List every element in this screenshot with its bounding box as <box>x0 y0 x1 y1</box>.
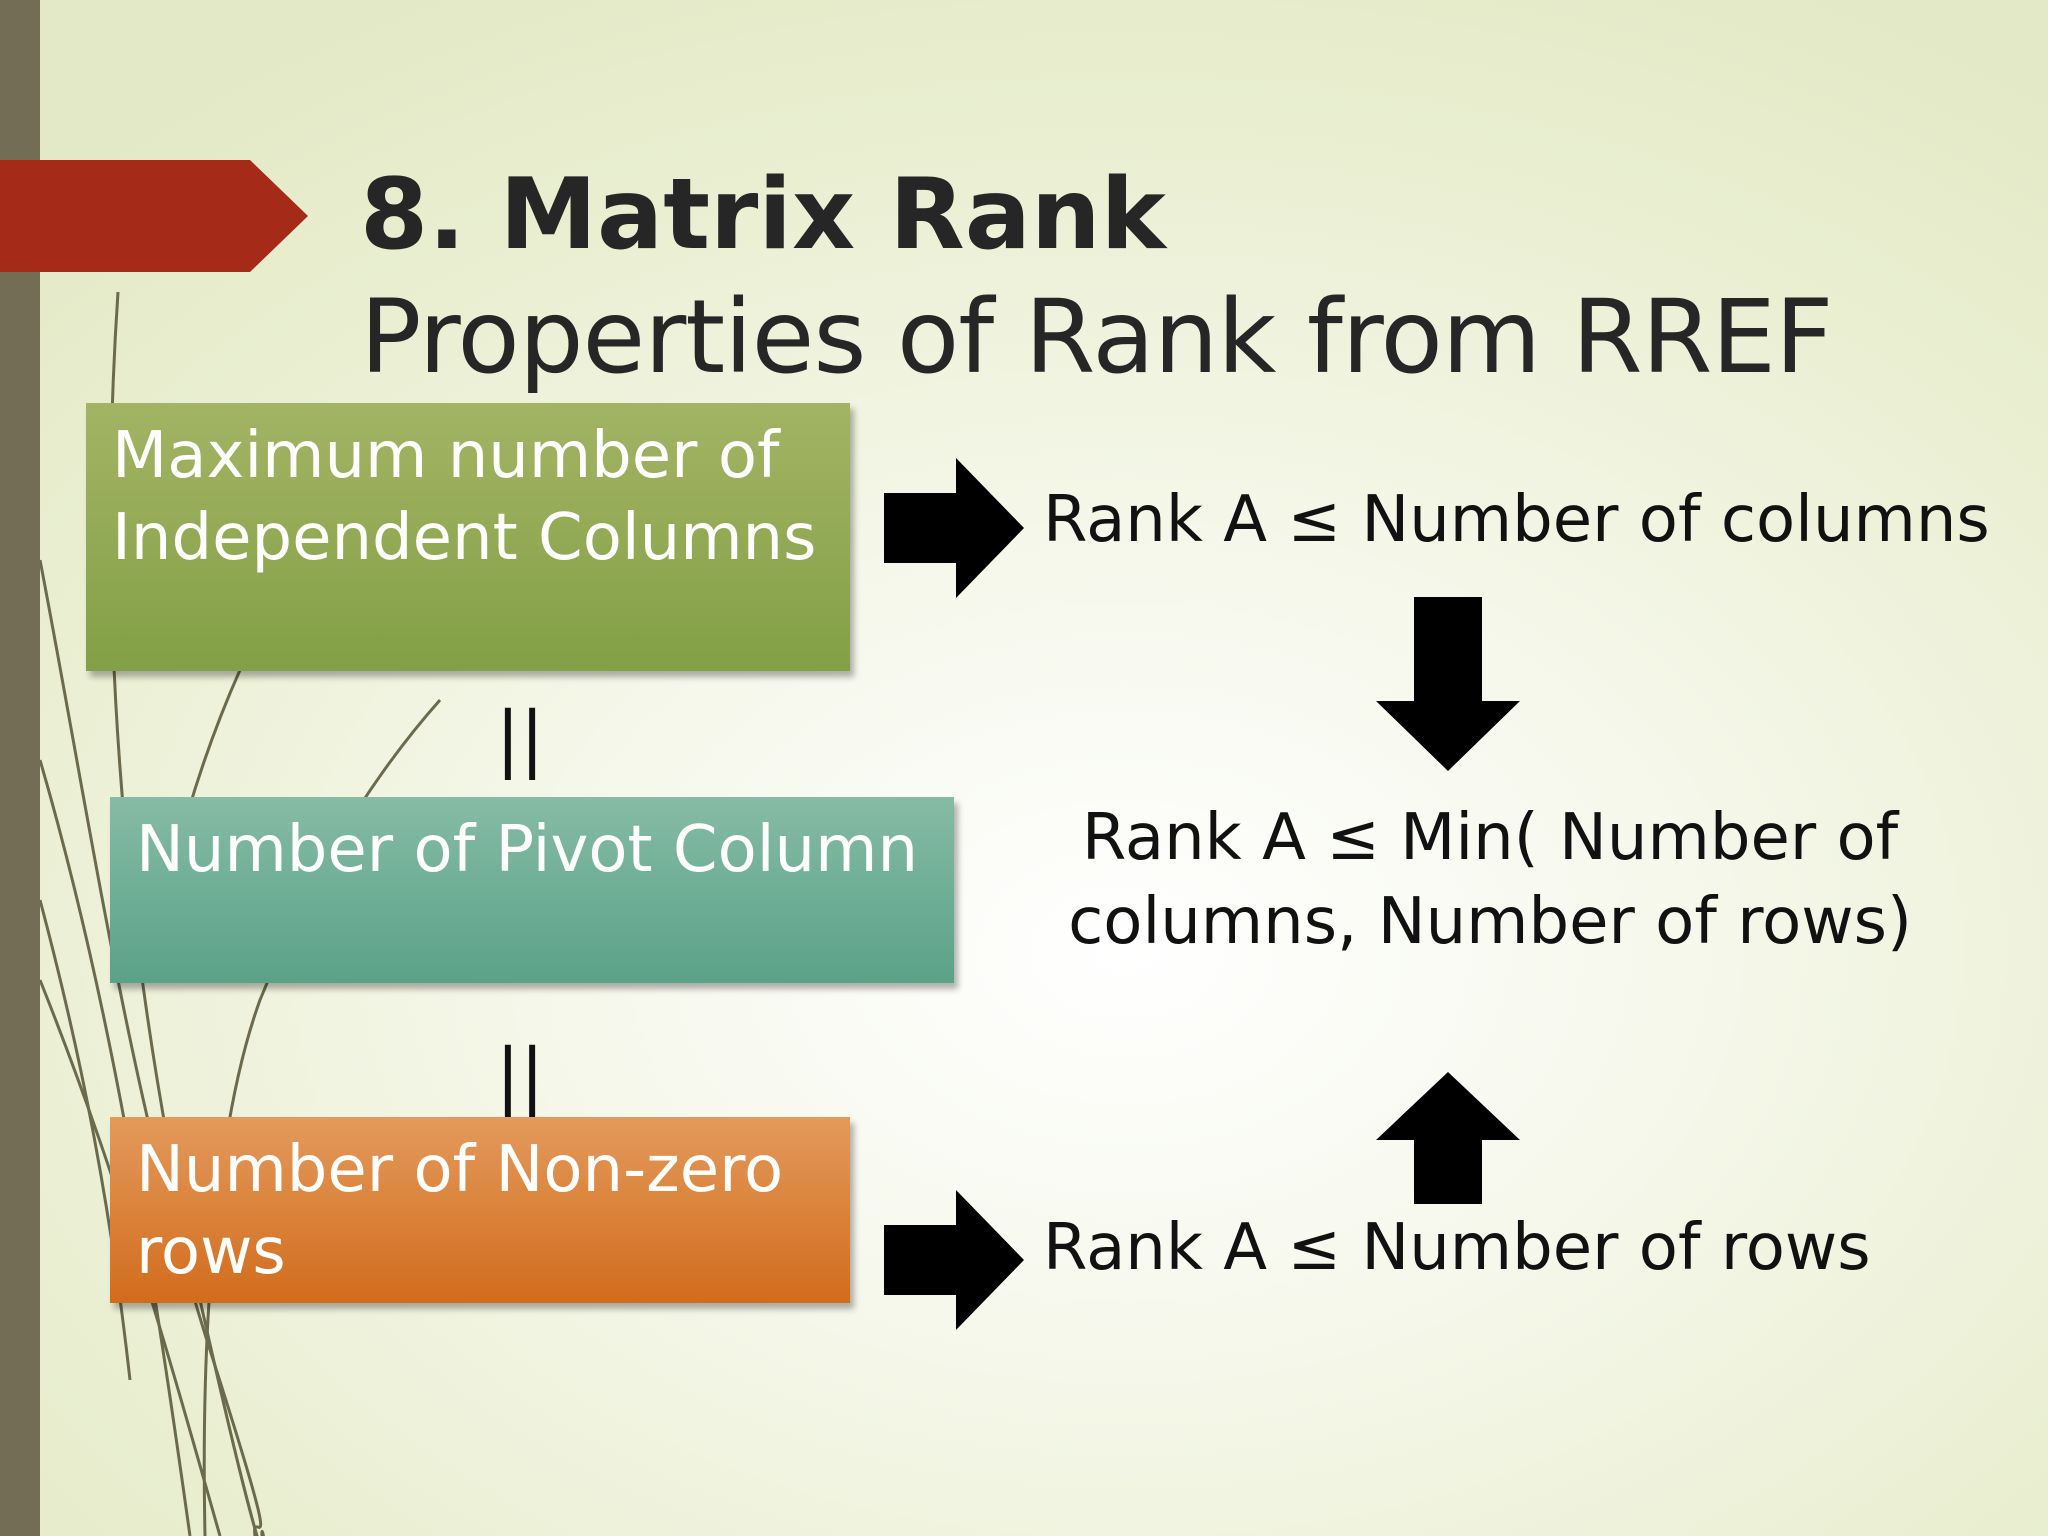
independent-columns-box: Maximum number of Independent Columns <box>86 403 850 671</box>
title-tag-shape <box>0 160 308 272</box>
rank-le-columns-text: Rank A ≤ Number of columns <box>1043 483 1990 557</box>
rank-le-rows-text: Rank A ≤ Number of rows <box>1043 1211 1871 1285</box>
right-arrow-icon <box>884 1190 1024 1330</box>
down-arrow-icon <box>1376 597 1520 771</box>
pivot-columns-box: Number of Pivot Column <box>110 797 954 983</box>
nonzero-rows-box: Number of Non-zero rows <box>110 1117 850 1303</box>
slide-subtitle: Properties of Rank from RREF <box>360 278 1834 397</box>
right-arrow-icon <box>884 458 1024 598</box>
up-arrow-icon <box>1376 1072 1520 1204</box>
equals-sign-2: || <box>495 1033 545 1117</box>
equals-sign-1: || <box>495 696 545 780</box>
slide-title: 8. Matrix Rank <box>360 158 1166 272</box>
rank-le-min-text: Rank A ≤ Min( Number of columns, Number … <box>1068 801 1912 959</box>
